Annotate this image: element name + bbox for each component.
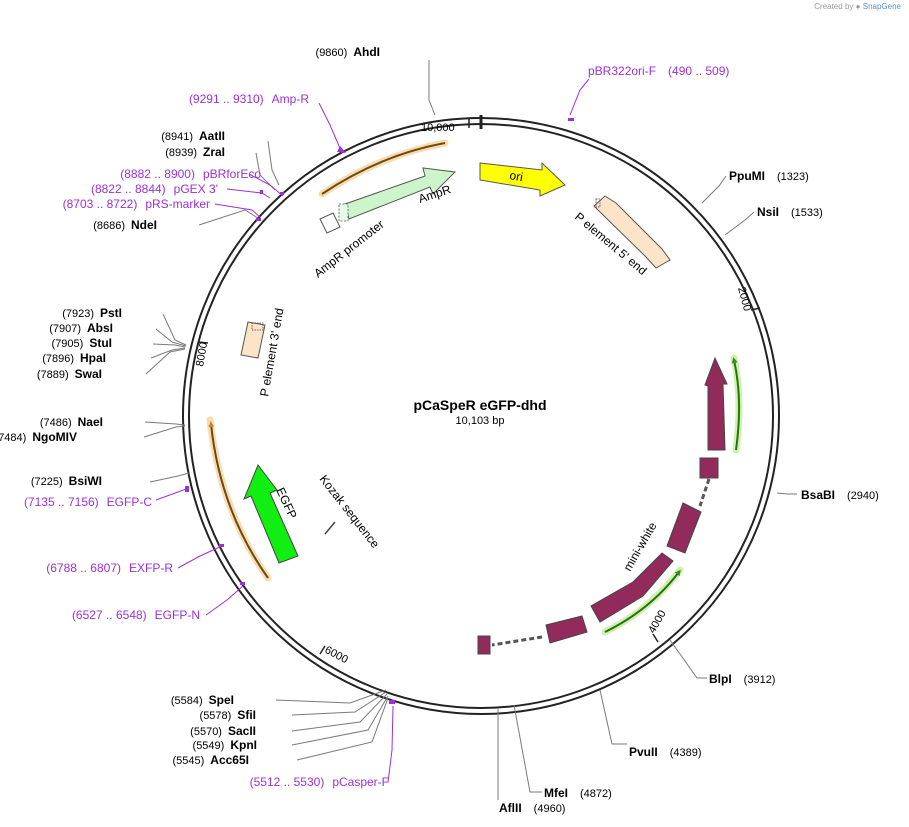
enzyme-label-spei: (5584)SpeI [171,693,234,707]
enzyme-labels: (9860)AhdI (8941)AatII (8939)ZraI (8686)… [0,45,879,815]
enzyme-label-absi: (7907)AbsI [49,321,113,335]
enzyme-label-ndei: (8686)NdeI [93,218,157,232]
primer-label-pbr322ori-f: pBR322ori-F(490 .. 509) [588,64,729,78]
ori-label: ori [508,168,524,184]
credit-prefix: Created by [814,2,854,11]
kozak-label: Kozak sequence [317,472,383,551]
enzyme-label-stui: (7905)StuI [52,336,112,350]
enzyme-label-kpni: (5549)KpnI [193,738,257,752]
scale-ticks: 10,000 2000 4000 6000 8000 [194,118,761,666]
primer-label-egfp-n: (6527 .. 6548)EGFP-N [72,608,200,622]
kozak-feature [324,521,336,535]
tick-label-4000: 4000 [646,608,669,635]
ampr-marker [338,203,349,222]
primer-label-pgex3: (8822 .. 8844)pGEX 3' [91,182,218,196]
ampr-promoter-label: AmpR promoter [311,217,386,280]
enzyme-label-ngomiv: (7484)NgoMIV [0,430,77,444]
credit-brand: SnapGene [862,2,901,11]
enzyme-label-aatii: (8941)AatII [161,129,225,143]
ampr-promoter-feature [319,212,341,234]
primer-label-prs-marker: (8703 .. 8722)pRS-marker [63,197,210,211]
enzyme-label-nsii: NsiI(1533) [757,205,823,219]
enzyme-label-bsabi: BsaBI(2940) [801,488,879,502]
enzyme-label-hpai: (7896)HpaI [42,351,106,365]
ampr-orf-arrow [321,142,446,195]
enzyme-label-acc65i: (5545)Acc65I [173,753,250,767]
enzyme-label-pvuii: PvuII(4389) [629,745,701,759]
primer-site-marks [185,118,574,704]
enzyme-label-aflii: AflII(4960) [499,801,565,815]
primer-label-amp-r: (9291 .. 9310)Amp-R [189,92,309,106]
primer-label-pcasper-f: (5512 .. 5530)pCasper-F [250,775,389,789]
primer-label-egfp-c: (7135 .. 7156)EGFP-C [24,495,152,509]
p-element-5-marker [595,198,601,208]
plasmid-name: pCaSpeR eGFP-dhd [413,397,546,413]
snapgene-logo-icon: ● [855,2,861,11]
primer-labels: (9291 .. 9310)Amp-R (8882 .. 8900)pBRfor… [24,64,729,789]
enzyme-label-swai: (7889)SwaI [37,367,102,381]
tick-label-10000: 10,000 [421,122,455,134]
snapgene-credit: Created by ● SnapGene [814,2,901,11]
ori-feature [479,161,566,197]
primer-label-pbrforeco: (8882 .. 8900)pBRforEco [120,167,261,181]
tick-label-8000: 8000 [194,341,210,367]
primer-label-exfp-r: (6788 .. 6807)EXFP-R [46,561,173,575]
mini-white-feature [477,356,728,655]
enzyme-label-psti: (7923)PstI [62,306,122,320]
enzyme-label-blpi: BlpI(3912) [709,672,775,686]
p-element-3-feature [240,321,266,359]
enzyme-label-sfii: (5578)SfiI [200,708,256,722]
enzyme-label-bsiwi: (7225)BsiWI [31,474,102,488]
enzyme-label-sacii: (5570)SacII [190,724,256,738]
p-element-5-feature [593,195,671,269]
enzyme-label-mfei: MfeI(4872) [544,786,612,800]
egfp-orf-arrow [208,421,269,579]
enzyme-label-zrai: (8939)ZraI [165,145,225,159]
enzyme-label-naei: (7486)NaeI [40,415,103,429]
enzyme-label-ppumi: PpuMI(1323) [729,169,809,183]
miniwhite-orf1-arrow [731,357,741,451]
egfp-feature [243,464,299,564]
enzyme-label-ahdi: (9860)AhdI [316,45,380,59]
plasmid-size: 10,103 bp [456,415,505,427]
miniwhite-orf2-arrow [604,569,681,633]
ampr-feature [344,167,457,220]
p-element-3-marker [251,322,264,331]
p-element-3-label: P element 3' end [257,307,286,398]
